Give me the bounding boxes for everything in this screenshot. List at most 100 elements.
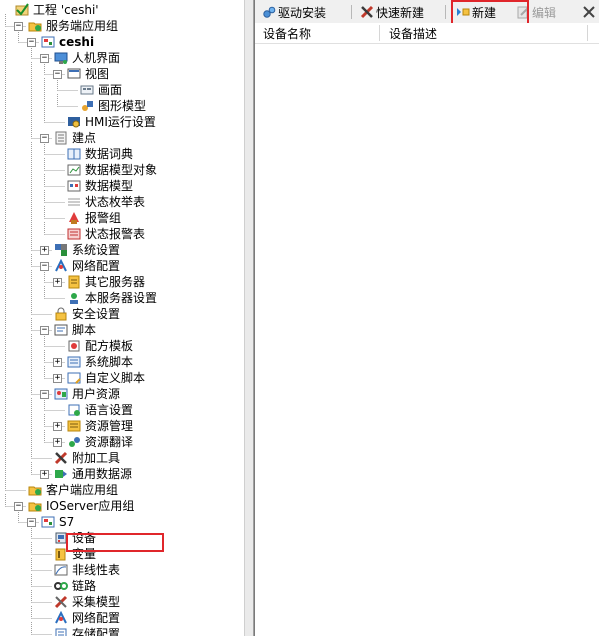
tree-item[interactable]: 语言设置 [66, 402, 133, 418]
delete-icon [581, 5, 596, 19]
tree-item[interactable]: 系统脚本 [66, 354, 133, 370]
edit-button[interactable]: 编辑 [515, 3, 556, 21]
column-header-device-description[interactable]: 设备描述 [389, 27, 438, 41]
tree-item[interactable]: 服务端应用组 [27, 18, 118, 34]
tree-item[interactable]: 资源翻译 [66, 434, 133, 450]
column-header-device-name[interactable]: 设备名称 [263, 27, 312, 41]
toolbar: 驱动安装 快速新建 新建 编辑 [255, 0, 599, 33]
collapse-toggle[interactable]: − [40, 389, 49, 399]
tree-item[interactable]: 建点 [53, 130, 96, 146]
alarm-group-icon [66, 211, 81, 225]
nonlinear-table-icon [53, 563, 68, 577]
tree-item[interactable]: 网络配置 [53, 258, 120, 274]
tree-item[interactable]: 画面 [79, 82, 122, 98]
tree-item-label: 用户资源 [72, 387, 121, 401]
app-group-icon [27, 499, 42, 513]
collapse-toggle[interactable]: − [14, 501, 23, 511]
enum-table-icon [66, 195, 81, 209]
column-divider[interactable] [379, 25, 380, 41]
collapse-toggle[interactable]: − [53, 69, 62, 79]
driver-install-icon [261, 5, 276, 19]
tree-item-label: 数据模型对象 [85, 163, 158, 177]
status-alarm-icon [66, 227, 81, 241]
collapse-toggle[interactable]: − [27, 517, 36, 527]
tree-item[interactable]: 本服务器设置 [66, 290, 157, 306]
resource-manage-icon [66, 419, 81, 433]
tree-item-label: 图形模型 [98, 99, 147, 113]
expand-toggle[interactable]: + [53, 437, 62, 447]
tree-item-label: 资源管理 [85, 419, 134, 433]
device-table-header: 设备名称 设备描述 [255, 23, 599, 44]
tree-item[interactable]: S7 [40, 514, 74, 530]
splitter[interactable] [244, 0, 254, 636]
edit-icon [515, 5, 530, 19]
tree-item[interactable]: 非线性表 [53, 562, 120, 578]
tree-item[interactable]: 网络配置 [53, 610, 120, 626]
tree-item[interactable]: 视图 [66, 66, 109, 82]
tree-item-label: 存储配置 [72, 627, 121, 636]
expand-toggle[interactable]: + [53, 357, 62, 367]
tree-item[interactable]: 其它服务器 [66, 274, 145, 290]
tree-item[interactable]: IOServer应用组 [27, 498, 134, 514]
tree-item[interactable]: 资源管理 [66, 418, 133, 434]
storage-config-icon [53, 627, 68, 636]
collapse-toggle[interactable]: − [14, 21, 23, 31]
expand-toggle[interactable]: + [40, 469, 49, 479]
tree-item-label: 安全设置 [72, 307, 121, 321]
collapse-toggle[interactable]: − [40, 53, 49, 63]
toolbar-separator [351, 5, 352, 19]
tree-item[interactable]: 安全设置 [53, 306, 120, 322]
delete-button[interactable] [581, 3, 598, 21]
tree-item[interactable]: 状态枚举表 [66, 194, 145, 210]
new-button[interactable]: 新建 [455, 3, 496, 21]
tree-item[interactable]: 用户资源 [53, 386, 120, 402]
network-config-icon [53, 259, 68, 273]
tree-item[interactable]: 数据词典 [66, 146, 133, 162]
tree-item-label: 建点 [72, 131, 97, 145]
driver-install-button[interactable]: 驱动安装 [261, 3, 326, 21]
expand-toggle[interactable]: + [53, 373, 62, 383]
tree-item[interactable]: 采集模型 [53, 594, 120, 610]
tree-item[interactable]: 工程 'ceshi' [14, 2, 99, 18]
tree-item-label: 网络配置 [72, 259, 121, 273]
language-icon [66, 403, 81, 417]
tree-item[interactable]: 系统设置 [53, 242, 120, 258]
tree-item[interactable]: 自定义脚本 [66, 370, 145, 386]
collapse-toggle[interactable]: − [40, 325, 49, 335]
tree-item[interactable]: 附加工具 [53, 450, 120, 466]
quick-new-button[interactable]: 快速新建 [359, 3, 424, 21]
collapse-toggle[interactable]: − [40, 261, 49, 271]
collapse-toggle[interactable]: − [40, 133, 49, 143]
tree-item-label: 语言设置 [85, 403, 134, 417]
hmi-icon [53, 51, 68, 65]
tree-item[interactable]: 状态报警表 [66, 226, 145, 242]
tree-item-label: 配方模板 [85, 339, 134, 353]
tree-item[interactable]: 数据模型对象 [66, 162, 157, 178]
tree-item[interactable]: 脚本 [53, 322, 96, 338]
tree-item[interactable]: 链路 [53, 578, 96, 594]
collapse-toggle[interactable]: − [27, 37, 36, 47]
tree-item[interactable]: 通用数据源 [53, 466, 132, 482]
column-divider[interactable] [587, 25, 588, 41]
tree-item-label: 采集模型 [72, 595, 121, 609]
expand-toggle[interactable]: + [53, 277, 62, 287]
script-icon [53, 323, 68, 337]
tree-item[interactable]: 人机界面 [53, 50, 120, 66]
tree-connector-lines [5, 14, 78, 635]
expand-toggle[interactable]: + [40, 245, 49, 255]
tree-item[interactable]: 图形模型 [79, 98, 146, 114]
tree-item[interactable]: 报警组 [66, 210, 121, 226]
tree-item[interactable]: 客户端应用组 [27, 482, 118, 498]
tree-item[interactable]: HMI运行设置 [66, 114, 156, 130]
tree-item-label: 工程 'ceshi' [33, 3, 99, 17]
tree-item[interactable]: 存储配置 [53, 626, 120, 636]
tree-item-label: IOServer应用组 [46, 499, 135, 513]
tree-item[interactable]: ceshi [40, 34, 94, 50]
user-resource-icon [53, 387, 68, 401]
tree-item[interactable]: 配方模板 [66, 338, 133, 354]
expand-toggle[interactable]: + [53, 421, 62, 431]
device-table-body[interactable] [255, 44, 599, 636]
collect-model-icon [53, 595, 68, 609]
tree-item[interactable]: 数据模型 [66, 178, 133, 194]
